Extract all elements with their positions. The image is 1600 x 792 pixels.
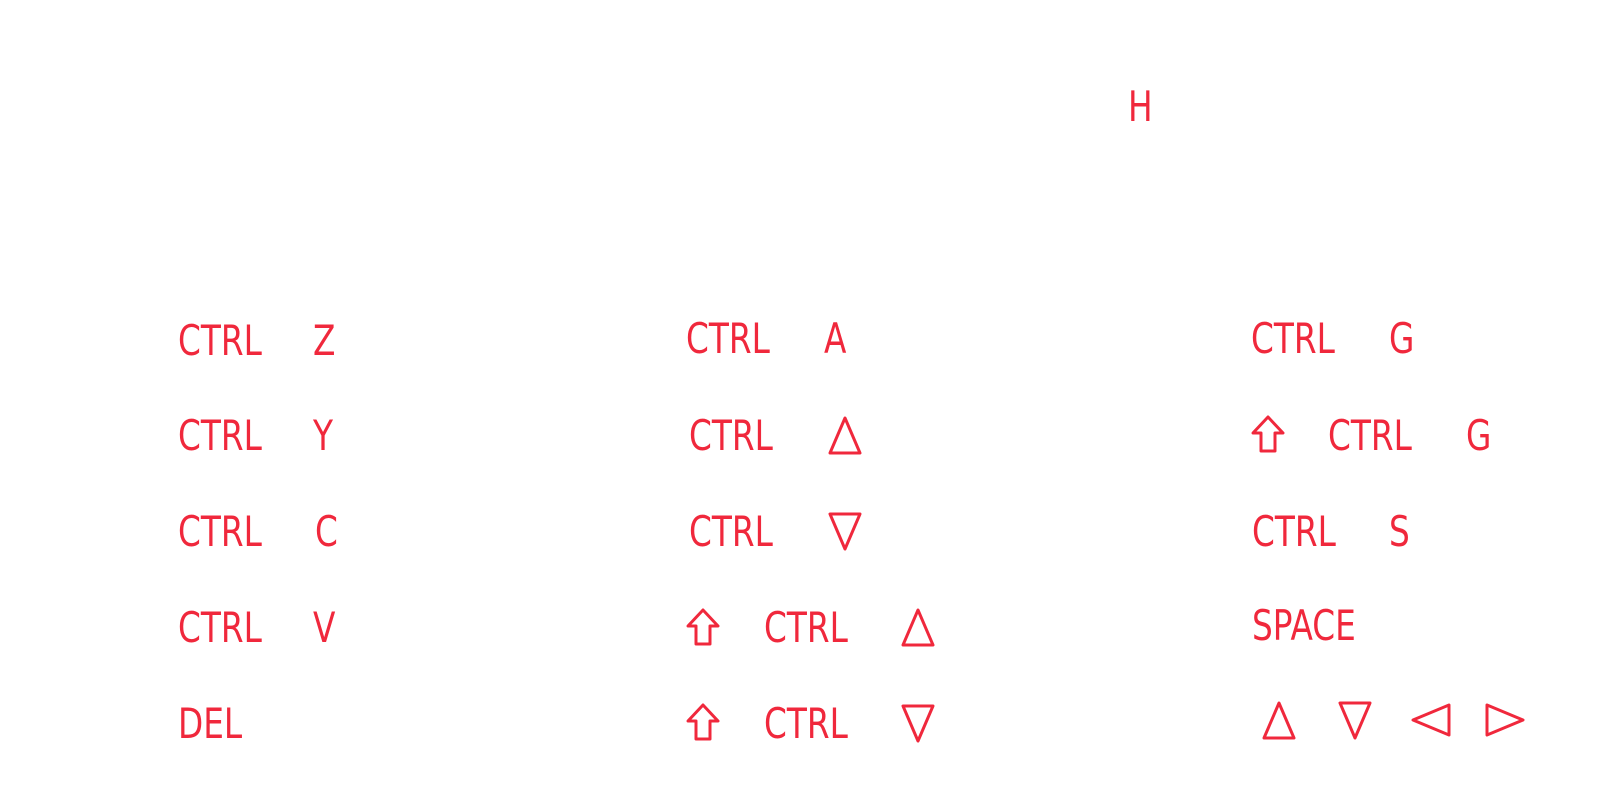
key-g: G [1389, 314, 1415, 363]
triangle-down-icon [901, 704, 935, 743]
shift-icon [686, 608, 720, 646]
triangle-down-icon [1338, 701, 1372, 740]
key-ctrl: CTRL [764, 699, 848, 748]
key-g: G [1466, 411, 1492, 460]
key-z: Z [313, 316, 336, 365]
triangle-right-icon [1485, 703, 1525, 737]
key-v: V [313, 603, 336, 652]
triangle-up-icon [901, 608, 935, 647]
key-ctrl: CTRL [178, 507, 262, 556]
triangle-left-icon [1411, 703, 1451, 737]
key-c: C [315, 507, 338, 556]
key-y: Y [313, 411, 334, 460]
key-ctrl: CTRL [764, 603, 848, 652]
key-ctrl: CTRL [1328, 411, 1412, 460]
key-ctrl: CTRL [689, 507, 773, 556]
key-a: A [824, 314, 847, 363]
top-key-h: H [1128, 82, 1153, 131]
triangle-up-icon [828, 416, 862, 455]
key-space: SPACE [1252, 601, 1356, 650]
key-s: S [1389, 507, 1410, 556]
key-ctrl: CTRL [686, 314, 770, 363]
key-ctrl: CTRL [1251, 314, 1335, 363]
shift-icon [1251, 415, 1285, 453]
key-del: DEL [178, 699, 243, 748]
triangle-up-icon [1262, 701, 1296, 740]
key-ctrl: CTRL [178, 411, 262, 460]
key-ctrl: CTRL [178, 603, 262, 652]
triangle-down-icon [828, 512, 862, 551]
shift-icon [686, 703, 720, 741]
key-ctrl: CTRL [178, 316, 262, 365]
key-ctrl: CTRL [1252, 507, 1336, 556]
key-ctrl: CTRL [689, 411, 773, 460]
